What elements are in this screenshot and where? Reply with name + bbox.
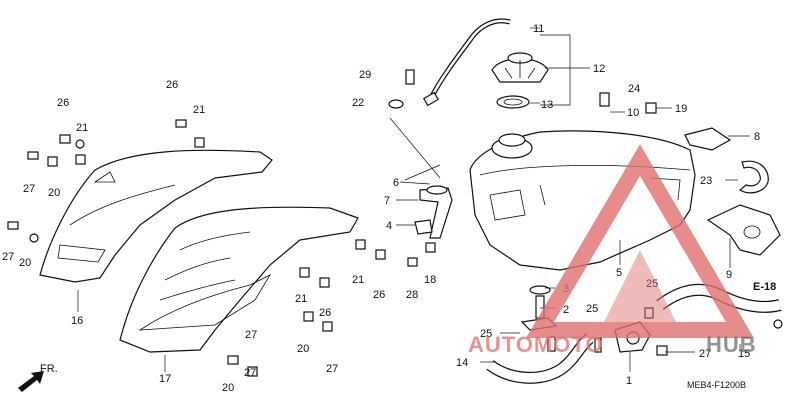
watermark-text-part2: HUB	[706, 332, 757, 357]
callout-23: 23	[700, 175, 712, 187]
callout-14: 14	[456, 357, 468, 369]
callout-13: 13	[541, 99, 553, 111]
callout-4: 4	[386, 220, 392, 232]
callout-26: 26	[319, 307, 331, 319]
overflow-tube-part	[486, 333, 594, 384]
callout-2: 2	[563, 304, 569, 316]
callout-28: 28	[406, 289, 418, 301]
callout-16: 16	[71, 315, 83, 327]
tank-band-part	[738, 160, 769, 194]
callout-15: 15	[738, 348, 750, 360]
callout-21: 21	[352, 274, 364, 286]
callout-27: 27	[326, 363, 338, 375]
callout-labels: 1 2 3 4 5 6 7 8 9 10 11 12 13 14 15 16 1…	[2, 23, 760, 394]
callout-27: 27	[244, 367, 256, 379]
callout-8: 8	[754, 131, 760, 143]
callout-24: 24	[628, 83, 640, 95]
callout-21: 21	[193, 104, 205, 116]
callout-7: 7	[384, 195, 390, 207]
right-shroud-part	[119, 206, 359, 353]
callout-27: 27	[23, 183, 35, 195]
stay-part	[414, 185, 453, 239]
callout-25: 25	[646, 278, 658, 290]
callout-26: 26	[373, 289, 385, 301]
tank-bracket-part	[684, 127, 732, 151]
diagram-code: MEB4-F1200B	[687, 380, 746, 390]
callout-6: 6	[393, 177, 399, 189]
fuel-cap-part	[491, 52, 549, 83]
callout-1: 1	[626, 375, 632, 387]
watermark-text-part1: AUTOMOTO	[468, 332, 604, 357]
callout-21: 21	[295, 293, 307, 305]
rear-rubber-part	[706, 204, 781, 256]
callout-17: 17	[159, 373, 171, 385]
callout-27: 27	[699, 348, 711, 360]
callout-20: 20	[297, 343, 309, 355]
callout-18: 18	[424, 274, 436, 286]
cap-seal-part	[496, 95, 530, 109]
callout-29: 29	[359, 69, 371, 81]
callout-26: 26	[57, 97, 69, 109]
callout-11: 11	[533, 23, 544, 35]
fastener-group	[7, 69, 783, 377]
leader-lines	[77, 27, 750, 372]
reference-label: E-18	[753, 281, 776, 293]
callout-20: 20	[19, 257, 31, 269]
callout-12: 12	[593, 63, 605, 75]
watermark-logo	[526, 144, 754, 338]
callout-10: 10	[627, 107, 639, 119]
callout-27: 27	[245, 329, 257, 341]
callout-21: 21	[76, 122, 88, 134]
callout-9: 9	[726, 269, 732, 281]
callout-27: 27	[2, 251, 14, 263]
callout-22: 22	[352, 97, 364, 109]
callout-20: 20	[222, 382, 234, 394]
callout-20: 20	[48, 187, 60, 199]
callout-26: 26	[166, 79, 178, 91]
breather-tube-part	[422, 18, 511, 107]
left-shroud-part	[39, 149, 273, 283]
callout-25: 25	[480, 328, 492, 340]
front-marker: FR.	[40, 363, 58, 375]
callout-25: 25	[586, 303, 598, 315]
callout-19: 19	[675, 103, 687, 115]
callout-5: 5	[616, 267, 622, 279]
front-arrow-icon	[18, 371, 44, 392]
